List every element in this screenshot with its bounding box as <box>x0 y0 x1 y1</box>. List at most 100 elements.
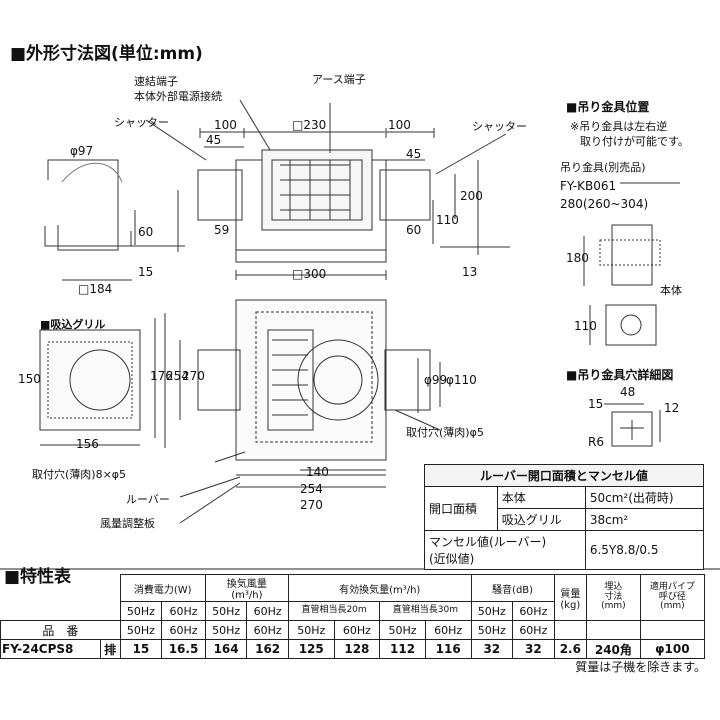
spec-hz: 50Hz <box>204 601 248 621</box>
dim-270-horiz: 270 <box>300 498 323 512</box>
spec-hz: 60Hz <box>161 601 206 621</box>
spec-h-embed: 埋込寸法(mm) <box>586 574 641 621</box>
hanger-hole-title: ■吊り金具穴詳細図 <box>566 368 674 382</box>
spec-value: 32 <box>470 639 514 659</box>
dim-15-hole: 15 <box>588 397 604 411</box>
munsell-table: ルーバー開口面積とマンセル値 開口面積 本体 50cm²(出荷時) 吸込グリル … <box>424 464 705 570</box>
dim-15: 15 <box>138 265 154 279</box>
dim-13: 13 <box>462 265 478 279</box>
spec-model-value: FY-24CPS8 <box>0 639 101 659</box>
spec-h-embed-1: 埋込 <box>604 582 623 593</box>
external-dims-title: ■外形寸法図(単位:mm) <box>10 44 203 64</box>
earth-label: アース端子 <box>312 73 366 86</box>
dim-48: 48 <box>620 385 636 399</box>
spec-hz: 60Hz <box>512 620 555 640</box>
unit-front-body <box>235 299 387 461</box>
spec-value: 15 <box>119 639 163 659</box>
dim-230: □230 <box>292 118 327 132</box>
spec-h-mass-label: 質量 <box>560 588 581 600</box>
spec-h-pipe-3: (mm) <box>660 601 685 612</box>
dim-phi99: φ99 <box>424 373 448 387</box>
spec-h-pipe-2: 呼び径 <box>658 591 686 602</box>
spec-table: 消費電力(W) 換気風量(m³/h) 有効換気量(m³/h) 騒音(dB) 質量… <box>0 574 706 659</box>
spec-hz: 60Hz <box>512 601 555 621</box>
spec-h-eff: 有効換気量(m³/h) <box>287 574 472 602</box>
spec-h-duct20: 直管相当長20m <box>287 601 381 621</box>
dim-45-left: 45 <box>206 133 222 147</box>
dim-110-hanger: 110 <box>574 319 597 333</box>
opening-val-grill: 38cm² <box>584 508 705 531</box>
spec-h-airflow-unit: (m³/h) <box>231 590 263 601</box>
spec-hz: 60Hz <box>161 620 206 640</box>
spec-hz: 50Hz <box>470 601 514 621</box>
spec-h-embed-2: 寸法 <box>604 591 623 602</box>
spec-hz: 60Hz <box>424 620 472 640</box>
mass-note: 質量は子機を除きます。 <box>575 660 706 674</box>
opening-sub-grill: 吸込グリル <box>496 508 586 531</box>
dim-59: 59 <box>214 223 230 237</box>
hanger-range-label: 280(260~304) <box>560 197 649 211</box>
spec-value: 128 <box>333 639 381 659</box>
spec-h-pipe-1: 適用パイプ <box>649 582 695 593</box>
spec-value: 112 <box>379 639 426 659</box>
dim-270-vert: 270 <box>182 369 205 383</box>
dim-140: 140 <box>306 465 329 479</box>
dim-45-right: 45 <box>406 147 422 161</box>
spec-h-airflow: 換気風量(m³/h) <box>204 574 289 602</box>
dim-phi110: φ110 <box>446 373 477 387</box>
spec-value: 240角 <box>586 639 641 659</box>
spec-value: φ100 <box>639 639 706 659</box>
spec-value: 162 <box>246 639 289 659</box>
munsell-value: 6.5Y8.8/0.5 <box>584 530 705 570</box>
dim-184: □184 <box>78 282 113 296</box>
dim-100-right: 100 <box>388 118 411 132</box>
spec-hz: 50Hz <box>119 601 163 621</box>
spec-h-embed-3: (mm) <box>601 601 626 612</box>
spec-empty <box>586 620 641 640</box>
dim-200: 200 <box>460 189 483 203</box>
hanger-note-2: 取り付けが可能です。 <box>580 135 689 148</box>
spec-corner <box>0 574 121 621</box>
spec-value: 2.6 <box>553 639 588 659</box>
spec-empty <box>639 620 706 640</box>
dim-100-left: 100 <box>214 118 237 132</box>
spec-hz: 50Hz <box>470 620 514 640</box>
spec-h-model: 品 番 <box>0 620 121 640</box>
spec-h-noise: 騒音(dB) <box>470 574 555 602</box>
dim-phi97: φ97 <box>70 144 94 158</box>
spec-h-mass-unit: (kg) <box>560 599 581 611</box>
spec-hz: 50Hz <box>287 620 335 640</box>
dim-180: 180 <box>566 251 589 265</box>
munsell-label: マンセル値(ルーバー) (近似値) <box>424 530 586 570</box>
louver-label: ルーバー <box>126 493 170 506</box>
opening-val-body: 50cm²(出荷時) <box>584 486 705 509</box>
connector-label: 速結端子 <box>134 75 178 88</box>
hanger-position-title: ■吊り金具位置 <box>566 100 650 114</box>
spec-hz: 50Hz <box>379 620 426 640</box>
spec-h-duct30: 直管相当長30m <box>379 601 472 621</box>
spec-value: 116 <box>424 639 472 659</box>
dim-150: 150 <box>18 372 41 386</box>
body-label: 本体 <box>660 284 682 297</box>
hanger-model-label: FY-KB061 <box>560 179 617 193</box>
dim-156: 156 <box>76 437 99 451</box>
spec-h-mass: 質量(kg) <box>553 574 588 621</box>
spec-empty <box>553 620 588 640</box>
shutter-left-label: シャッター <box>114 116 169 129</box>
dim-60-left: 60 <box>138 225 154 239</box>
spec-type-value: 排 <box>99 639 121 659</box>
shutter-right-label: シャッター <box>472 120 527 133</box>
spec-value: 32 <box>512 639 555 659</box>
spec-hz: 50Hz <box>119 620 163 640</box>
hanger-sold-label: 吊り金具(別売品) <box>560 161 646 174</box>
damper-label: 風量調整板 <box>100 517 155 530</box>
spec-value: 16.5 <box>161 639 206 659</box>
opening-label: 開口面積 <box>424 486 498 531</box>
dim-176: 176 <box>150 369 173 383</box>
dim-300: □300 <box>292 267 327 281</box>
intake-grill-body <box>39 329 141 431</box>
dim-12: 12 <box>664 401 680 415</box>
dim-r6: R6 <box>588 435 604 449</box>
